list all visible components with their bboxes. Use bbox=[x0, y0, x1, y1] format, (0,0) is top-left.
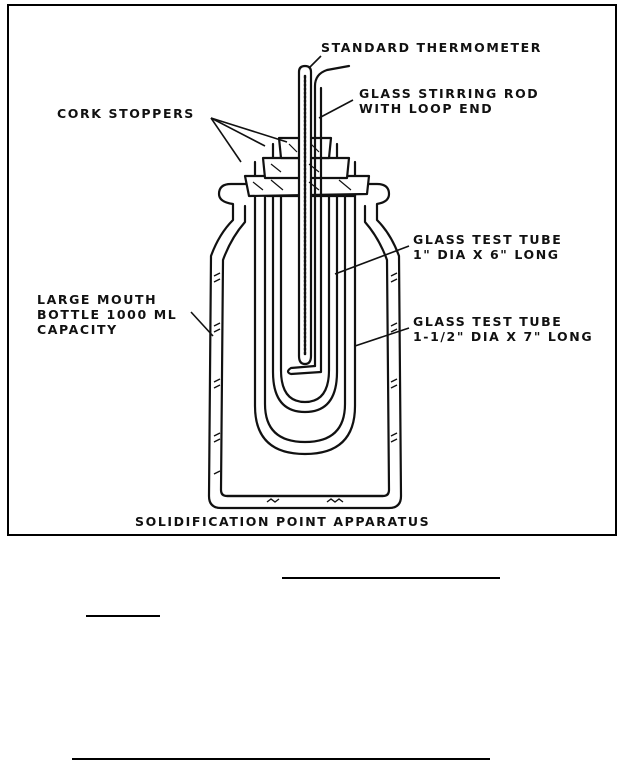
stirring-rod bbox=[313, 64, 351, 368]
stirring-rod-loop bbox=[286, 86, 323, 376]
label-inner-tube-2: 1" DIA X 6" LONG bbox=[413, 247, 560, 262]
bottle-outline bbox=[207, 182, 403, 510]
label-bottle-2: BOTTLE 1000 ML bbox=[37, 307, 177, 322]
label-stirring-rod-1: GLASS STIRRING ROD bbox=[359, 86, 539, 101]
inner-test-tube-inner bbox=[279, 154, 331, 404]
label-bottle-1: LARGE MOUTH bbox=[37, 292, 157, 307]
apparatus-diagram: STANDARD THERMOMETER GLASS STIRRING ROD … bbox=[37, 40, 593, 529]
outer-test-tube bbox=[253, 160, 357, 456]
label-outer-tube-1: GLASS TEST TUBE bbox=[413, 314, 562, 329]
figure-frame: STANDARD THERMOMETER GLASS STIRRING ROD … bbox=[7, 4, 617, 536]
label-stirring-rod-2: WITH LOOP END bbox=[359, 101, 493, 116]
label-thermometer: STANDARD THERMOMETER bbox=[321, 40, 542, 55]
label-outer-tube-2: 1-1/2" DIA X 7" LONG bbox=[413, 329, 593, 344]
label-inner-tube-1: GLASS TEST TUBE bbox=[413, 232, 562, 247]
underline-rule-2 bbox=[86, 615, 160, 617]
underline-rule-3 bbox=[72, 758, 490, 760]
outer-test-tube-inner bbox=[263, 180, 347, 444]
label-bottle-3: CAPACITY bbox=[37, 322, 118, 337]
label-cork-stoppers: CORK STOPPERS bbox=[57, 106, 195, 121]
inner-test-tube bbox=[271, 142, 339, 414]
underline-rule-1 bbox=[282, 577, 500, 579]
figure-caption: SOLIDIFICATION POINT APPARATUS bbox=[135, 514, 430, 529]
